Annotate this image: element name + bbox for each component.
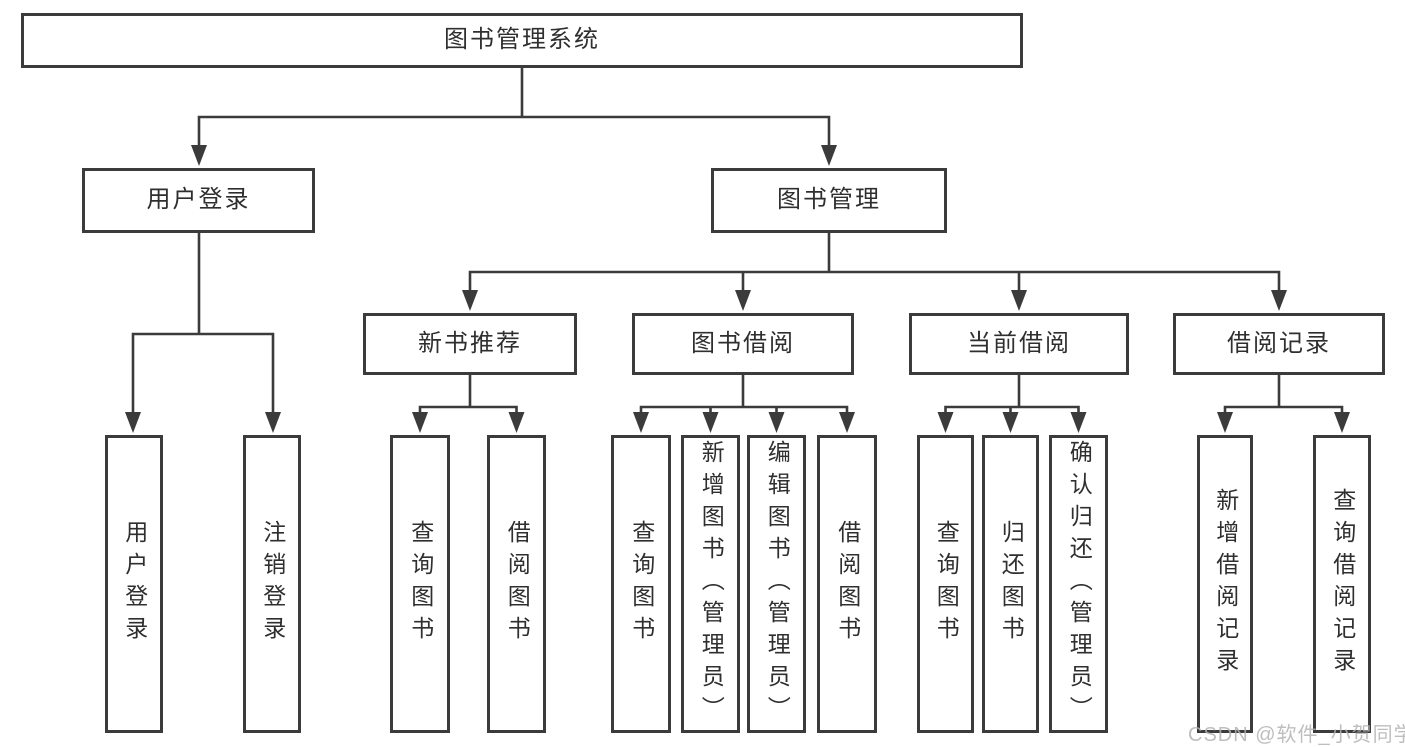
leaf-newrec-borrow-books: 借阅图书	[487, 435, 546, 733]
leaf-records-query-record: 查询借阅记录	[1313, 435, 1371, 733]
leaf-borrow-query-books: 查询图书	[611, 435, 671, 733]
connector-paths	[131, 68, 1344, 414]
leaf-current-query-books: 查询图书	[917, 435, 974, 733]
leaf-user-login: 用户登录	[105, 435, 163, 733]
node-new-book-recommend: 新书推荐	[363, 313, 577, 375]
node-user-login: 用户登录	[82, 168, 315, 233]
leaf-logout: 注销登录	[243, 435, 301, 733]
node-borrow-records: 借阅记录	[1173, 313, 1385, 375]
leaf-records-add-record: 新增借阅记录	[1197, 435, 1253, 733]
node-book-management: 图书管理	[711, 168, 947, 233]
node-book-borrow: 图书借阅	[632, 313, 854, 375]
node-root: 图书管理系统	[21, 13, 1023, 68]
leaf-current-return-books: 归还图书	[982, 435, 1039, 733]
leaf-newrec-query-books: 查询图书	[390, 435, 450, 733]
node-current-borrow: 当前借阅	[909, 313, 1129, 375]
leaf-borrow-borrow-books: 借阅图书	[817, 435, 877, 733]
leaf-borrow-add-books-admin: 新增图书（管理员）	[681, 435, 740, 733]
arrowhead-icons	[125, 145, 1350, 433]
leaf-current-confirm-return-admin: 确认归还（管理员）	[1049, 435, 1108, 733]
csdn-watermark: CSDN @软件_小贺同学	[1188, 724, 1405, 746]
leaf-borrow-edit-books-admin: 编辑图书（管理员）	[747, 435, 806, 733]
